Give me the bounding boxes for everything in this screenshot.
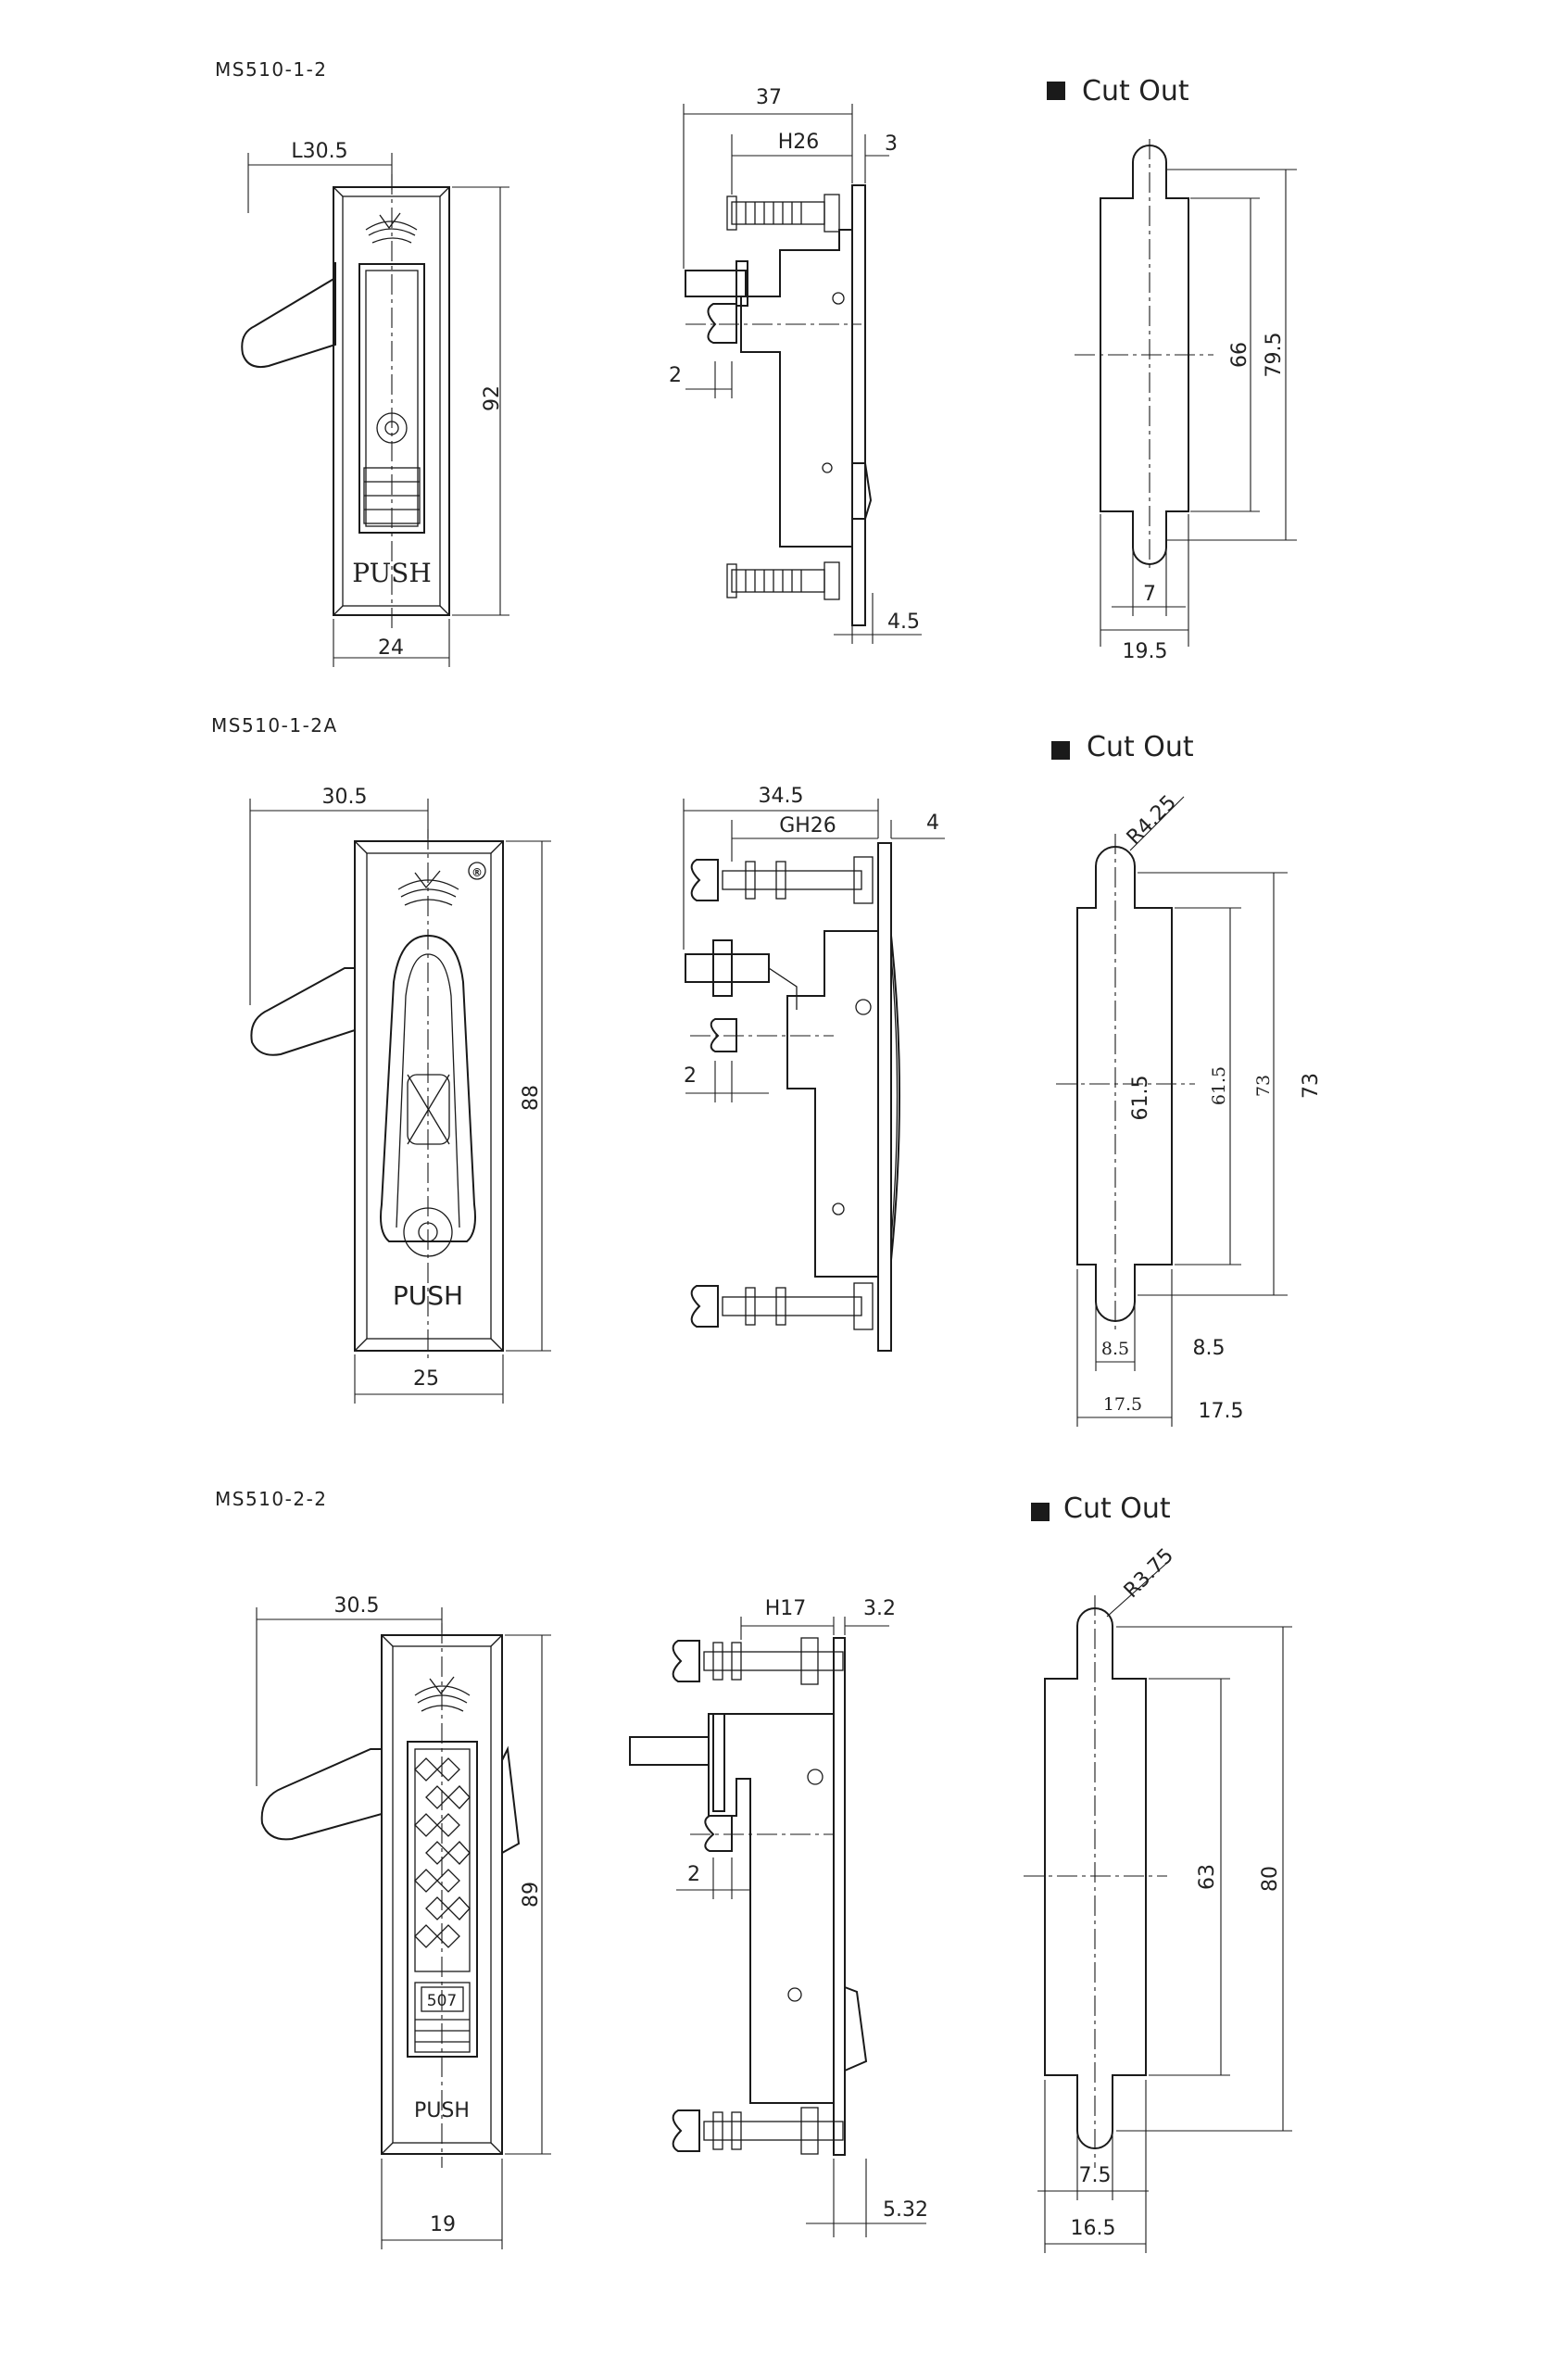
front-bezel (354, 840, 504, 1352)
dim-cutout-total-height: 79.5 (1263, 333, 1286, 378)
dim-cam-offset: 2 (684, 1064, 697, 1088)
dim-radius: R3.75 (1120, 1544, 1178, 1603)
dim-depth-h: H17 (765, 1597, 807, 1620)
section-ms510-2-2: MS510-2-2 507 PUSH 30.5 89 19 (215, 1488, 1292, 2253)
cutout-heading: Cut Out (1082, 75, 1189, 107)
side-flange (877, 842, 892, 1352)
heading-bullet-icon (1031, 1503, 1050, 1521)
dim-total-height: 80 (1259, 1866, 1282, 1892)
dim-depth-gh: GH26 (779, 814, 836, 837)
top-screw (726, 194, 840, 233)
dim-cam-offset: 2 (687, 1863, 700, 1886)
cutout-outline (1044, 1607, 1147, 2149)
front-view: 507 PUSH 30.5 89 19 (256, 1594, 551, 2249)
cutout-view: Cut Out 66 79.5 7 19.5 (1047, 75, 1297, 663)
latch-body (740, 229, 853, 548)
latch-body (786, 930, 879, 1278)
model-label: MS510-1-2 (215, 58, 328, 81)
side-view: 34.5 GH26 4 2 (683, 785, 945, 1352)
dim-cutout-width: 16.5 (1071, 2217, 1116, 2240)
top-screw (672, 1637, 844, 1685)
model-label: MS510-2-2 (215, 1488, 328, 1510)
registered-mark (468, 862, 486, 880)
handle-lever (241, 262, 336, 369)
handle-lever (260, 1748, 383, 1841)
dim-inner-height-alt: 61.5 (1209, 1066, 1229, 1105)
dim-width-lever: L30.5 (291, 140, 347, 163)
dim-height: 89 (520, 1882, 543, 1908)
dim-width: 25 (413, 1367, 439, 1391)
dim-cutout-inner-height: 66 (1228, 342, 1251, 368)
handle-lever (250, 967, 356, 1056)
bottom-screw (672, 2107, 844, 2155)
heading-bullet-icon (1051, 741, 1070, 760)
dim-depth-h: H26 (778, 131, 820, 154)
model-label: MS510-1-2A (211, 714, 338, 737)
side-view: 37 H26 3 2 4.5 (669, 86, 922, 644)
cutout-view: Cut Out R3.75 63 80 7.5 16.5 (1024, 1492, 1292, 2253)
section-ms510-1-2: MS510-1-2 PUSH L30.5 92 24 (215, 58, 1297, 667)
cutout-outline (1100, 145, 1189, 565)
dim-height: 92 (481, 385, 504, 411)
dim-inner-height: 63 (1196, 1864, 1219, 1890)
cutout-heading: Cut Out (1087, 731, 1194, 763)
cutout-heading: Cut Out (1063, 1492, 1171, 1525)
dim-flange-thickness: 4 (926, 812, 939, 835)
svg-text:®: ® (471, 866, 483, 879)
cutout-view: Cut Out R4.25 61.5 61.5 73 73 8.5 8.5 17… (1051, 731, 1323, 1427)
dim-slot-width: 7.5 (1079, 2164, 1112, 2187)
dim-cam-offset: 2 (669, 364, 682, 387)
bottom-screw (726, 561, 840, 600)
dim-width-lever: 30.5 (334, 1594, 380, 1618)
dim-width: 24 (378, 636, 404, 660)
side-view: H17 3.2 2 5.32 (629, 1597, 928, 2237)
dim-bottom-offset: 4.5 (887, 611, 920, 634)
dim-radius: R4.25 (1123, 791, 1181, 850)
fish-logo-icon (365, 212, 418, 244)
dim-cutout-width: 17.5 (1199, 1400, 1244, 1423)
dim-depth-total: 34.5 (759, 785, 804, 808)
front-view: ® PUSH 30.5 88 25 (249, 786, 551, 1404)
cutout-outline (1076, 846, 1173, 1322)
bottom-screw (690, 1282, 874, 1330)
dim-cutout-width-alt: 17.5 (1103, 1394, 1142, 1415)
dim-inner-height: 61.5 (1129, 1076, 1152, 1121)
dim-width-lever: 30.5 (322, 786, 368, 809)
dim-height: 88 (520, 1085, 543, 1111)
dim-depth-total: 37 (756, 86, 782, 109)
dim-width: 19 (430, 2213, 456, 2236)
dim-bottom-offset: 5.32 (883, 2198, 928, 2222)
cam-screw-head (707, 303, 737, 344)
cam-screw-head (704, 1815, 733, 1852)
latch-body (708, 1713, 835, 2104)
dim-slot-width-alt: 8.5 (1101, 1339, 1129, 1359)
dim-flange-thickness: 3.2 (863, 1597, 896, 1620)
front-view: PUSH L30.5 92 24 (241, 140, 509, 667)
top-screw (690, 856, 874, 904)
dim-total-height: 73 (1300, 1073, 1323, 1099)
side-flange (833, 1637, 846, 2156)
section-ms510-1-2a: MS510-1-2A ® PUSH 30.5 88 25 (211, 714, 1323, 1427)
dim-cutout-width: 19.5 (1123, 640, 1168, 663)
side-flange (851, 184, 866, 626)
dim-total-height-alt: 73 (1253, 1075, 1274, 1097)
dim-slot-width: 8.5 (1193, 1337, 1226, 1360)
dim-flange-thickness: 3 (885, 132, 898, 156)
dim-cutout-slot-width: 7 (1143, 583, 1156, 606)
heading-bullet-icon (1047, 82, 1065, 100)
